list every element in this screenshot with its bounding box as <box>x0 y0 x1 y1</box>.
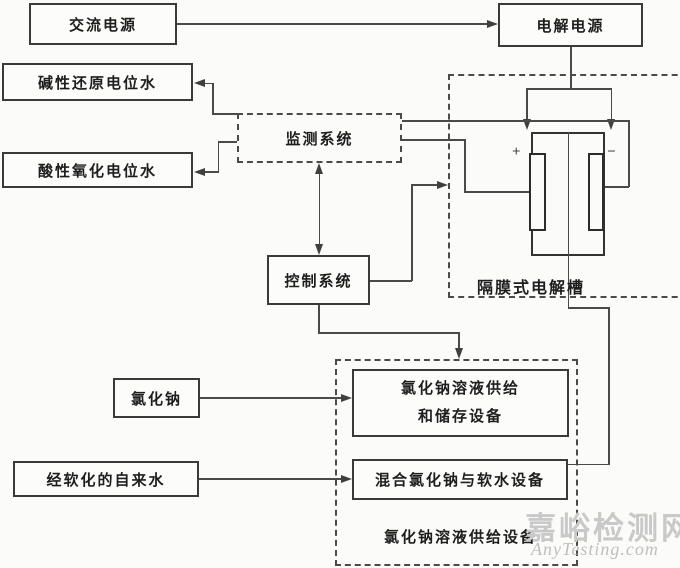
connector-segment <box>411 184 413 281</box>
connector-segment <box>570 47 572 89</box>
nacl-supply-group-box <box>335 359 578 566</box>
connector-segment <box>402 139 465 141</box>
arrow-up-icon <box>315 163 323 174</box>
connector-segment <box>402 120 629 122</box>
node-sodium-chloride: 氯化钠 <box>113 378 200 418</box>
anode-plus-label: + <box>512 144 521 160</box>
node-label: 氯化钠 <box>130 391 182 408</box>
connector-segment <box>526 88 528 121</box>
arrow-right-icon <box>437 180 448 189</box>
connector-segment <box>568 463 609 465</box>
connector-segment <box>567 256 569 309</box>
connector-segment <box>200 397 342 399</box>
connector-segment <box>199 478 342 480</box>
connector-segment <box>217 141 219 172</box>
anode-electrode <box>529 153 546 231</box>
arrow-left-icon <box>194 168 205 176</box>
node-softened-tap-water: 经软化的自来水 <box>13 461 199 497</box>
connector-segment <box>212 113 238 115</box>
node-control-system: 控制系统 <box>267 255 370 305</box>
connector-segment <box>464 191 532 193</box>
node-label: 酸性氧化电位水 <box>37 163 157 180</box>
arrow-right-icon <box>341 474 352 483</box>
connector-segment <box>198 171 219 173</box>
arrow-down-icon <box>315 244 323 255</box>
node-alkaline-water: 碱性还原电位水 <box>2 63 193 101</box>
connector-segment <box>177 23 489 25</box>
connector-segment <box>605 186 629 188</box>
cell-group-label: 隔膜式电解槽 <box>477 280 586 297</box>
connector-segment <box>318 332 459 334</box>
cathode-electrode <box>588 153 604 231</box>
connector-segment <box>464 139 466 192</box>
arrow-down-icon <box>607 119 615 130</box>
node-label: 电解电源 <box>536 18 605 35</box>
arrow-down-icon <box>523 119 531 130</box>
node-acidic-water: 酸性氧化电位水 <box>2 152 193 188</box>
node-label-line1: 氯化钠溶液供给 <box>400 380 520 397</box>
node-label: 交流电源 <box>68 17 137 34</box>
node-monitoring-system: 监测系统 <box>237 113 402 163</box>
node-ac-power: 交流电源 <box>29 3 177 45</box>
arrow-down-icon <box>454 348 463 359</box>
connector-segment <box>218 141 238 143</box>
connector-segment <box>370 280 412 282</box>
connector-segment <box>610 88 612 121</box>
connector-segment <box>318 170 320 250</box>
arrow-left-icon <box>194 79 205 87</box>
node-label: 混合氯化钠与软水设备 <box>374 473 545 489</box>
connector-segment <box>526 88 612 90</box>
connector-segment <box>212 83 214 114</box>
arrow-right-icon <box>341 393 352 402</box>
watermark-cn-text: 嘉峪检测网 <box>525 511 680 546</box>
arrow-right-icon <box>487 20 498 28</box>
connector-segment <box>458 332 460 349</box>
node-mixing-device: 混合氯化钠与软水设备 <box>352 459 568 500</box>
diaphragm-line <box>567 132 569 256</box>
supply-group-label: 氯化钠溶液供给设备 <box>383 530 537 546</box>
node-label-line2: 和储存设备 <box>417 409 503 425</box>
node-label: 控制系统 <box>284 273 353 290</box>
node-label: 经软化的自来水 <box>46 472 166 489</box>
connector-segment <box>628 120 630 187</box>
connector-segment <box>411 184 438 186</box>
node-label: 监测系统 <box>285 131 354 148</box>
node-electrolysis-power: 电解电源 <box>498 3 643 47</box>
connector-segment <box>198 82 214 84</box>
connector-segment <box>608 307 610 465</box>
node-label: 碱性还原电位水 <box>37 75 157 92</box>
cathode-minus-label: − <box>607 144 616 160</box>
connector-segment <box>318 305 320 333</box>
node-nacl-supply-storage: 氯化钠溶液供给 和储存设备 <box>352 369 569 437</box>
connector-segment <box>567 307 610 309</box>
diaphragm-cell-group-box <box>448 74 680 298</box>
watermark-en-text: AnyTesting.com <box>531 539 659 559</box>
